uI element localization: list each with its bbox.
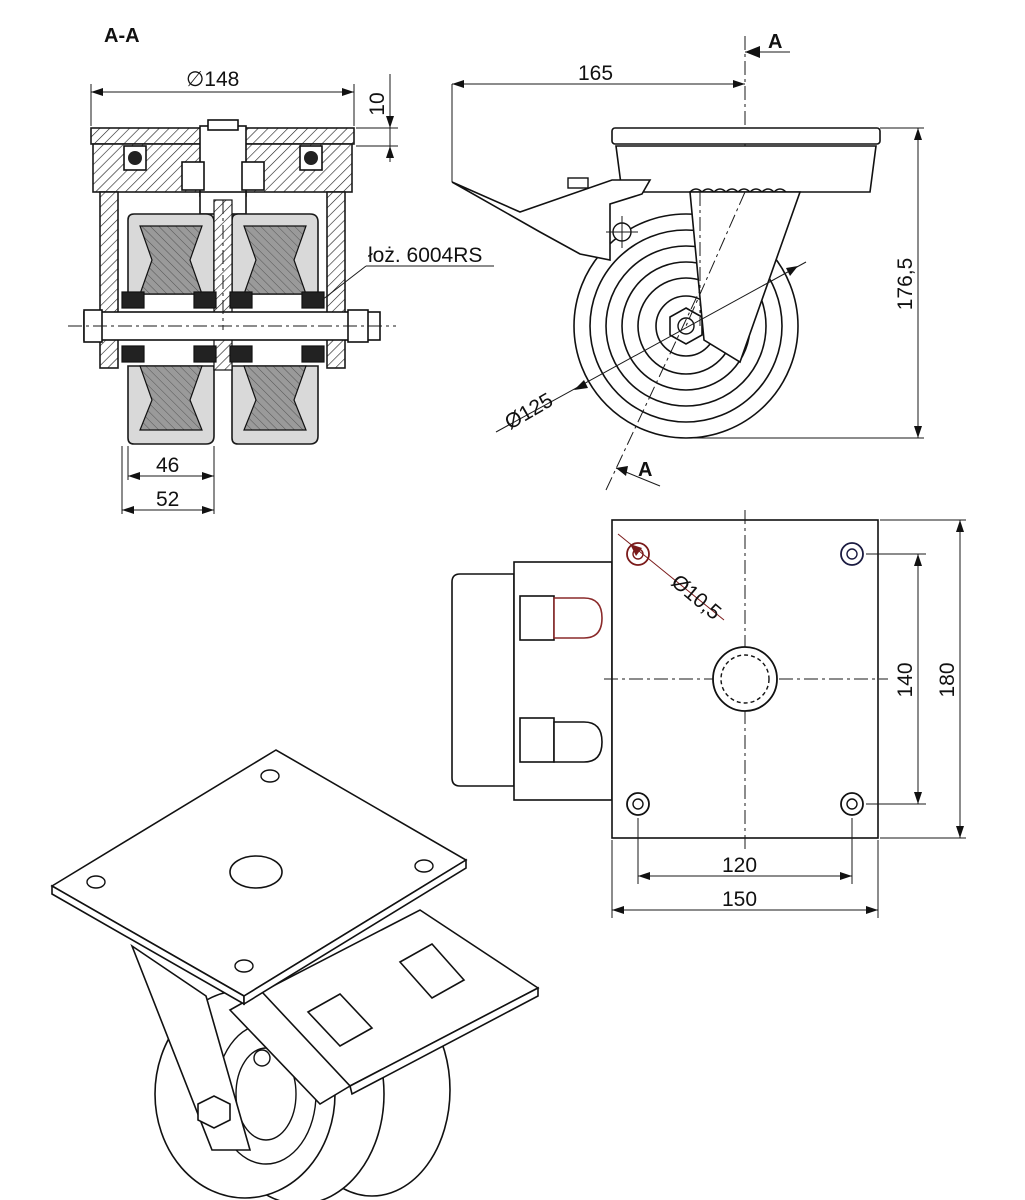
- side-top-plate: [611, 127, 881, 145]
- dim-wheel-width-outer-label: 52: [156, 488, 179, 511]
- dim-total-height: 176,5: [690, 127, 924, 439]
- section-view-a-a: A-A ∅148 10: [68, 25, 494, 514]
- king-pin-head: [207, 119, 239, 131]
- section-marker-top: A: [768, 31, 782, 53]
- dim-hole-spacing-vertical: 140: [866, 553, 926, 805]
- iso-brake-pivot-icon: [253, 1049, 271, 1067]
- right-hub-lower: [243, 365, 307, 431]
- iso-mount-hole-icon: [234, 959, 254, 973]
- iso-center-hole-icon: [229, 855, 283, 889]
- fork-right-section: [326, 191, 346, 369]
- bearing-callout: łoż. 6004RS: [321, 244, 494, 301]
- dim-wheel-diameter-label: Ø125: [501, 389, 557, 435]
- iso-mount-hole-icon: [86, 875, 106, 889]
- dim-plate-thickness-label: 10: [366, 92, 389, 115]
- dim-plate-width-label: 150: [722, 888, 757, 911]
- dim-plate-height-label: 180: [936, 662, 959, 697]
- brake-pad-upper: [519, 595, 555, 641]
- taper-bearing-right: [241, 161, 265, 191]
- iso-mount-hole-icon: [414, 859, 434, 873]
- taper-bearing-left: [181, 161, 205, 191]
- side-view: A 165 176,5: [451, 31, 924, 491]
- section-title: A-A: [104, 25, 140, 47]
- bearing-ball-icon: [128, 151, 142, 165]
- brake-lever-lower: [553, 721, 603, 763]
- brake-pad-lower: [519, 717, 555, 763]
- dim-plate-width: 150: [611, 840, 879, 918]
- king-pin: [199, 125, 247, 197]
- side-swivel-housing: [615, 145, 877, 193]
- dim-brake-offset: 165: [451, 62, 745, 182]
- dim-wheel-width: 46 52: [121, 446, 215, 514]
- dim-plate-height: 180: [880, 519, 966, 839]
- dim-hole-spacing-horizontal: 120: [637, 818, 853, 884]
- dim-plate-thickness: 10: [356, 74, 398, 162]
- top-brake-housing: [451, 573, 515, 787]
- top-view: Ø10,5 140 180 120: [451, 510, 966, 918]
- section-marker-bottom: A: [638, 459, 652, 481]
- axle-bearings: [121, 291, 325, 363]
- isometric-view: [50, 749, 540, 1200]
- mount-holes: [626, 542, 864, 816]
- dim-total-height-label: 176,5: [894, 258, 917, 311]
- bearing-ball-icon: [304, 151, 318, 165]
- section-line-diagonal: [605, 289, 701, 491]
- brake-lever-upper: [553, 597, 603, 639]
- bearing-label: łoż. 6004RS: [368, 244, 482, 267]
- iso-brake-tab-2: [398, 942, 466, 1000]
- iso-brake-tab-1: [306, 992, 374, 1048]
- left-hub-lower: [139, 365, 203, 431]
- dim-hole-spacing-horizontal-label: 120: [722, 854, 757, 877]
- dim-brake-offset-label: 165: [578, 62, 613, 85]
- iso-axle-nut-icon: [197, 1095, 231, 1129]
- dim-wheel-width-inner-label: 46: [156, 454, 179, 477]
- dim-hole-spacing-vertical-label: 140: [894, 662, 917, 697]
- iso-mount-hole-icon: [260, 769, 280, 783]
- dim-plate-diameter-label: ∅148: [186, 68, 239, 91]
- dim-plate-diameter: ∅148: [90, 68, 355, 126]
- side-brake-pedal: [451, 179, 652, 261]
